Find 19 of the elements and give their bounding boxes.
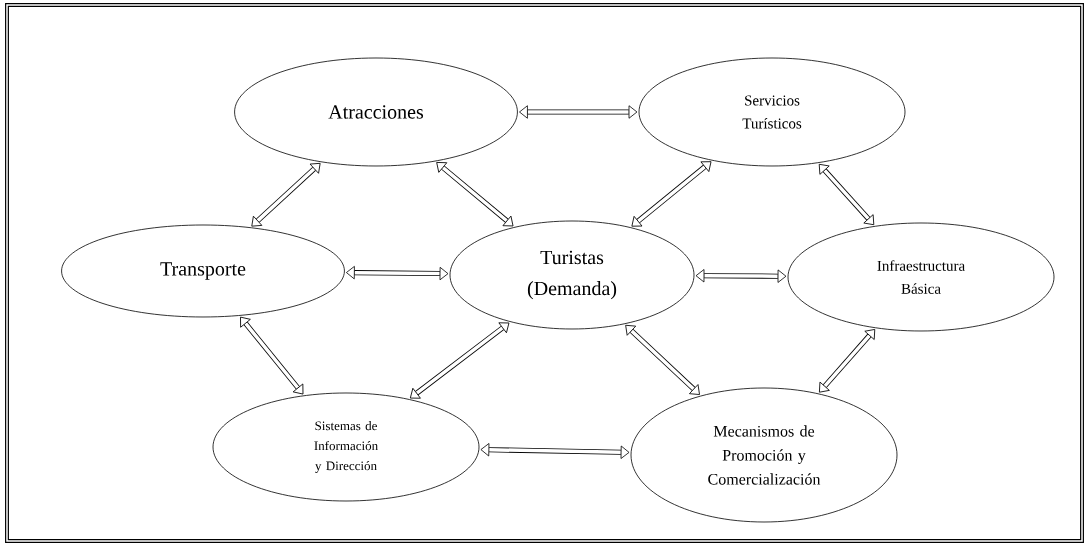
- double-arrow: [480, 443, 630, 459]
- double-arrow: [436, 162, 514, 227]
- double-arrow: [346, 265, 449, 281]
- ellipse-node: Infraestructura Básica: [787, 222, 1055, 332]
- ellipse-node: Turistas (Demanda): [449, 220, 695, 330]
- double-arrow: [819, 329, 876, 393]
- double-arrow: [625, 324, 700, 395]
- double-arrow: [251, 162, 321, 227]
- ellipse-node: Sistemas de Información y Dirección: [212, 392, 480, 502]
- double-arrow: [519, 105, 638, 119]
- double-arrow: [240, 316, 304, 395]
- double-arrow: [409, 322, 510, 399]
- ellipse-node: Atracciones: [234, 57, 518, 167]
- double-arrow: [631, 161, 712, 227]
- double-arrow: [818, 163, 875, 226]
- ellipse-node: Mecanismos de Promoción y Comercialización: [630, 387, 898, 523]
- double-arrow: [695, 269, 787, 283]
- ellipse-node: Transporte: [61, 224, 345, 318]
- ellipse-node: Servicios Turísticos: [638, 57, 906, 167]
